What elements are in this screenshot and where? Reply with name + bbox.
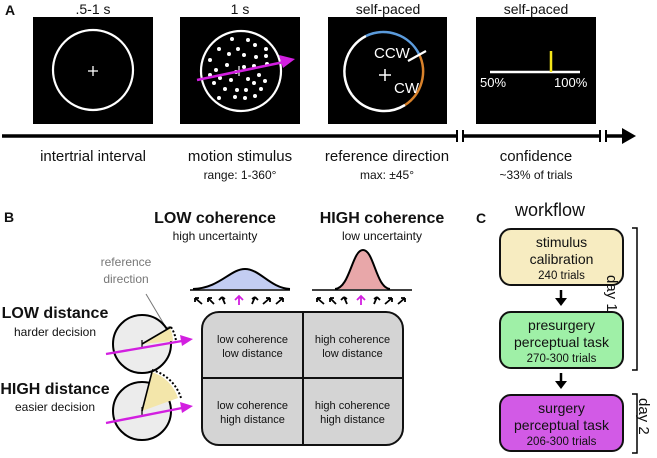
down-arrow-icon <box>555 290 567 306</box>
reference-label-line1: reference <box>100 255 152 269</box>
scale-max-label: 100% <box>554 75 588 90</box>
timing-label-confidence: self-paced <box>503 1 569 17</box>
panel-b-graphics <box>105 248 412 441</box>
phase-sub-motion: range: 1-360° <box>203 168 277 182</box>
cell-line: high distance <box>320 414 385 426</box>
row-sub-low-distance: harder decision <box>13 325 97 339</box>
reference-screen: CCW CW <box>328 17 447 124</box>
row-title-low-distance: LOW distance <box>1 305 109 322</box>
day1-bracket <box>632 227 638 371</box>
reference-dial-icon <box>343 30 427 113</box>
row-sub-high-distance: easier decision <box>14 400 96 414</box>
grid-cell-low-coh-low-dist: low coherence low distance <box>203 333 302 361</box>
col-sub-high-coherence: low uncertainty <box>341 229 423 243</box>
col-title-high-coherence: HIGH coherence <box>319 210 445 227</box>
panel-b-label: B <box>4 209 15 225</box>
day2-label: day 2 <box>635 398 652 435</box>
step-line2: perceptual task <box>514 334 609 350</box>
panel-a-label: A <box>5 2 16 18</box>
phase-label-iti: intertrial interval <box>40 148 146 165</box>
timeline-arrow-icon <box>622 128 636 144</box>
timeline-axis <box>2 128 636 144</box>
cell-line: low distance <box>322 348 383 360</box>
workflow-graphics <box>555 227 638 454</box>
confidence-screen: 50% 100% <box>476 17 596 124</box>
phase-sub-confidence: ~33% of trials <box>499 168 573 182</box>
panel-c-label: C <box>476 210 487 226</box>
day2-bracket <box>632 393 638 454</box>
workflow-step-presurgery: presurgery perceptual task 270-300 trial… <box>499 311 624 369</box>
iti-screen <box>33 17 153 124</box>
timing-label-iti: .5-1 s <box>75 1 111 17</box>
workflow-title: workflow <box>514 200 585 220</box>
step-line2: perceptual task <box>514 417 609 433</box>
workflow-step-calibration: stimulus calibration 240 trials <box>499 228 624 286</box>
phase-label-reference: reference direction <box>324 148 450 165</box>
ccw-label: CCW <box>374 45 410 62</box>
motion-dots-icon <box>196 29 295 113</box>
confidence-scale-icon <box>490 51 580 74</box>
timing-label-reference: self-paced <box>355 1 421 17</box>
step-line1: surgery <box>538 400 585 416</box>
step-trials: 240 trials <box>538 270 585 282</box>
col-title-low-coherence: LOW coherence <box>154 210 276 227</box>
day1-label: day 1 <box>603 275 620 312</box>
step-line1: presurgery <box>528 317 595 333</box>
low-coherence-distribution <box>193 269 290 289</box>
cell-line: low coherence <box>217 400 288 412</box>
step-trials: 206-300 trials <box>526 436 597 448</box>
motion-direction-arrows-low <box>194 296 284 305</box>
grid-cell-high-coh-low-dist: high coherence low distance <box>303 333 402 361</box>
phase-sub-reference: max: ±45° <box>359 168 415 182</box>
reference-label-line2: direction <box>103 272 149 286</box>
motion-screen <box>180 17 300 124</box>
cw-label: CW <box>394 80 419 97</box>
cell-line: high coherence <box>314 400 391 412</box>
phase-label-motion: motion stimulus <box>187 148 293 165</box>
step-trials: 270-300 trials <box>526 353 597 365</box>
condition-grid: low coherence low distance high coherence… <box>201 311 404 446</box>
cell-line: high distance <box>220 414 285 426</box>
grid-cell-high-coh-high-dist: high coherence high distance <box>303 399 402 427</box>
motion-direction-arrows-high <box>316 296 406 305</box>
timing-label-motion: 1 s <box>230 1 250 17</box>
scale-min-label: 50% <box>480 75 507 90</box>
workflow-step-surgery: surgery perceptual task 206-300 trials <box>499 394 624 452</box>
reference-direction-label: reference direction <box>86 254 166 288</box>
iti-aperture-icon <box>51 28 135 112</box>
down-arrow-icon <box>555 373 567 389</box>
grid-cell-low-coh-high-dist: low coherence high distance <box>203 399 302 427</box>
cell-line: low coherence <box>217 334 288 346</box>
cell-line: low distance <box>222 348 283 360</box>
step-line2: calibration <box>529 251 594 267</box>
col-sub-low-coherence: high uncertainty <box>172 229 258 243</box>
step-line1: stimulus <box>535 234 588 250</box>
cell-line: high coherence <box>314 334 391 346</box>
row-title-high-distance: HIGH distance <box>0 381 110 398</box>
phase-label-confidence: confidence <box>499 148 573 165</box>
high-coherence-distribution <box>335 250 390 289</box>
